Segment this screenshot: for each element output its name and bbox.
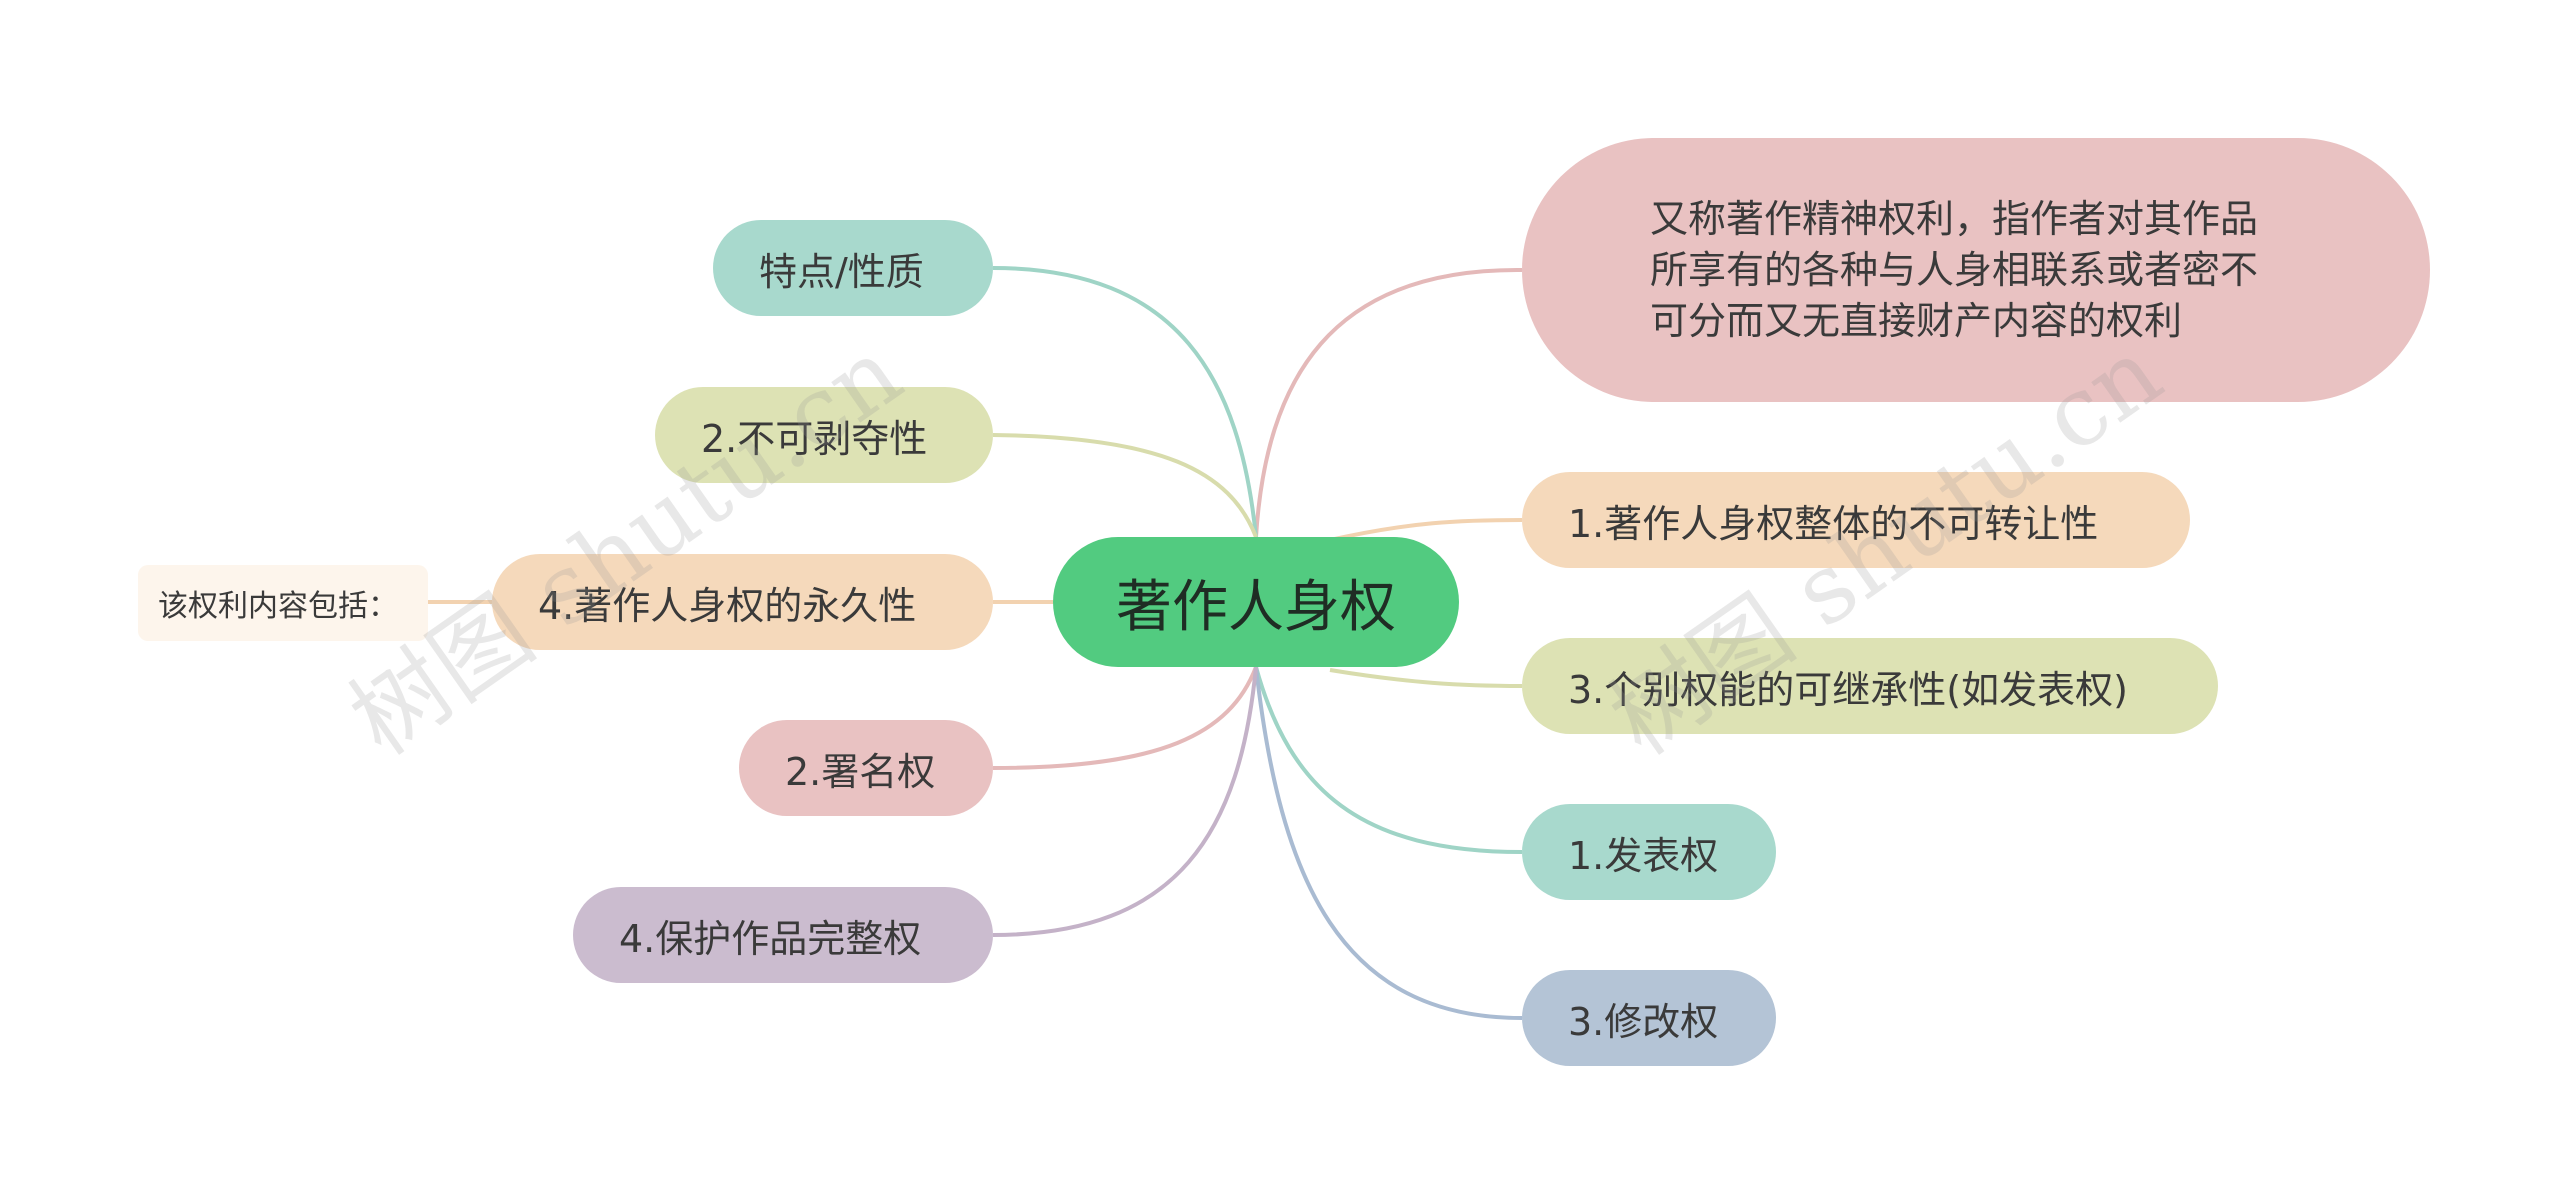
edge-root-l2 [992, 433, 1258, 538]
node-l4[interactable]: 2.署名权 [739, 720, 993, 816]
definition-node[interactable]: 又称著作精神权利，指作者对其作品所享有的各种与人身相联系或者密不可分而又无直接财… [1522, 138, 2430, 402]
node-r2[interactable]: 3.个别权能的可继承性(如发表权) [1522, 638, 2218, 734]
node-l3[interactable]: 4.著作人身权的永久性 [492, 554, 993, 650]
node-r4[interactable]: 3.修改权 [1522, 970, 1776, 1066]
sub-node[interactable]: 该权利内容包括： [138, 565, 428, 641]
root-node[interactable]: 著作人身权 [1053, 537, 1459, 667]
edge-root-r3 [1254, 666, 1523, 854]
edge-root-l5 [992, 666, 1258, 937]
edge-root-r1 [1329, 518, 1523, 542]
edge-root-r2 [1329, 668, 1523, 688]
edge-root-r4 [1254, 666, 1523, 1020]
edge-root-desc [1254, 267, 1523, 538]
node-r3[interactable]: 1.发表权 [1522, 804, 1776, 900]
edge-root-l1 [992, 266, 1258, 538]
edge-root-l4 [992, 666, 1258, 770]
node-l2[interactable]: 2.不可剥夺性 [655, 387, 993, 483]
node-r1[interactable]: 1.著作人身权整体的不可转让性 [1522, 472, 2190, 568]
node-l1[interactable]: 特点/性质 [713, 220, 993, 316]
node-l5[interactable]: 4.保护作品完整权 [573, 887, 993, 983]
